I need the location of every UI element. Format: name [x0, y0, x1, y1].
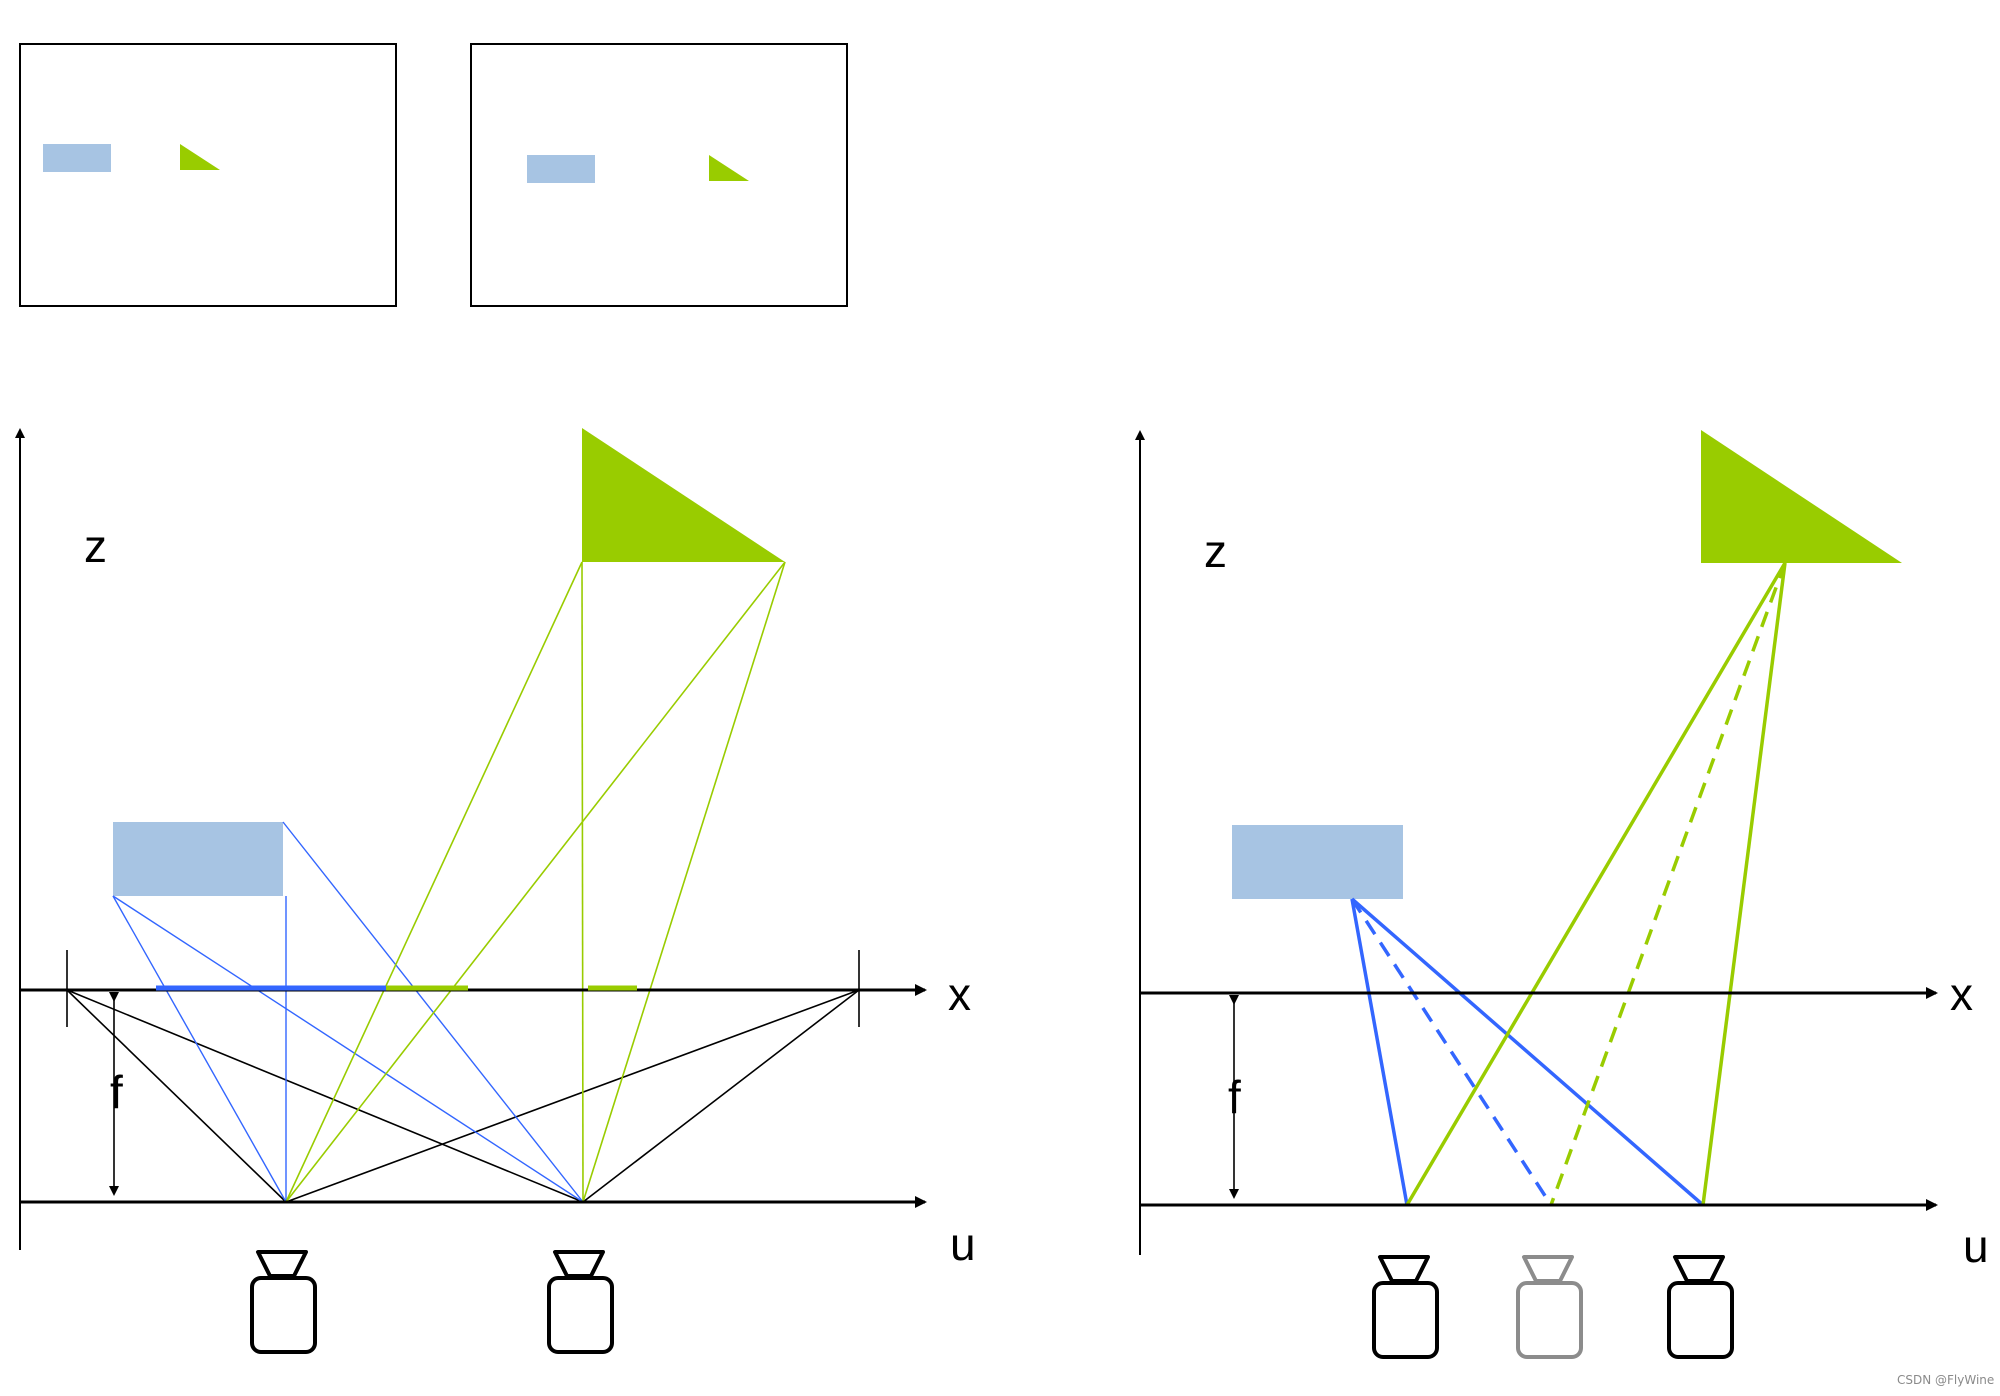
watermark: CSDN @FlyWine — [1897, 1373, 1994, 1387]
camera-icon — [250, 1250, 317, 1354]
blue-rect-object-thumb — [43, 144, 111, 172]
green-triangle-object-thumb — [180, 144, 220, 170]
blue-rect-object — [113, 822, 283, 896]
x-label: x — [1950, 968, 1973, 1020]
f-label: f — [110, 1066, 123, 1118]
green-rays — [1405, 562, 1787, 1206]
view-frame-left — [19, 43, 397, 307]
camera-icon — [547, 1250, 614, 1354]
green-rays — [285, 561, 786, 1203]
camera-icon — [1372, 1255, 1439, 1359]
blue-rays — [1350, 897, 1705, 1207]
camera-icon — [1667, 1255, 1734, 1359]
view-frame-right — [470, 43, 848, 307]
left-two-plane-diagram: z x u f — [15, 428, 976, 1354]
blue-rect-object — [1232, 825, 1403, 899]
u-label: u — [1963, 1220, 1989, 1272]
f-label: f — [1228, 1071, 1241, 1123]
u-label: u — [950, 1218, 976, 1270]
green-triangle-object-thumb — [709, 155, 749, 181]
z-label: z — [84, 520, 107, 572]
right-interpolation-diagram: z x u f — [1135, 430, 1989, 1359]
green-triangle-object — [582, 428, 785, 562]
blue-rect-object-thumb — [527, 155, 595, 183]
blue-rays — [112, 821, 584, 1203]
z-label: z — [1204, 525, 1227, 577]
green-triangle-object — [1701, 430, 1902, 563]
black-rays — [66, 989, 860, 1203]
x-label: x — [948, 968, 971, 1020]
virtual-camera-icon — [1516, 1255, 1583, 1359]
